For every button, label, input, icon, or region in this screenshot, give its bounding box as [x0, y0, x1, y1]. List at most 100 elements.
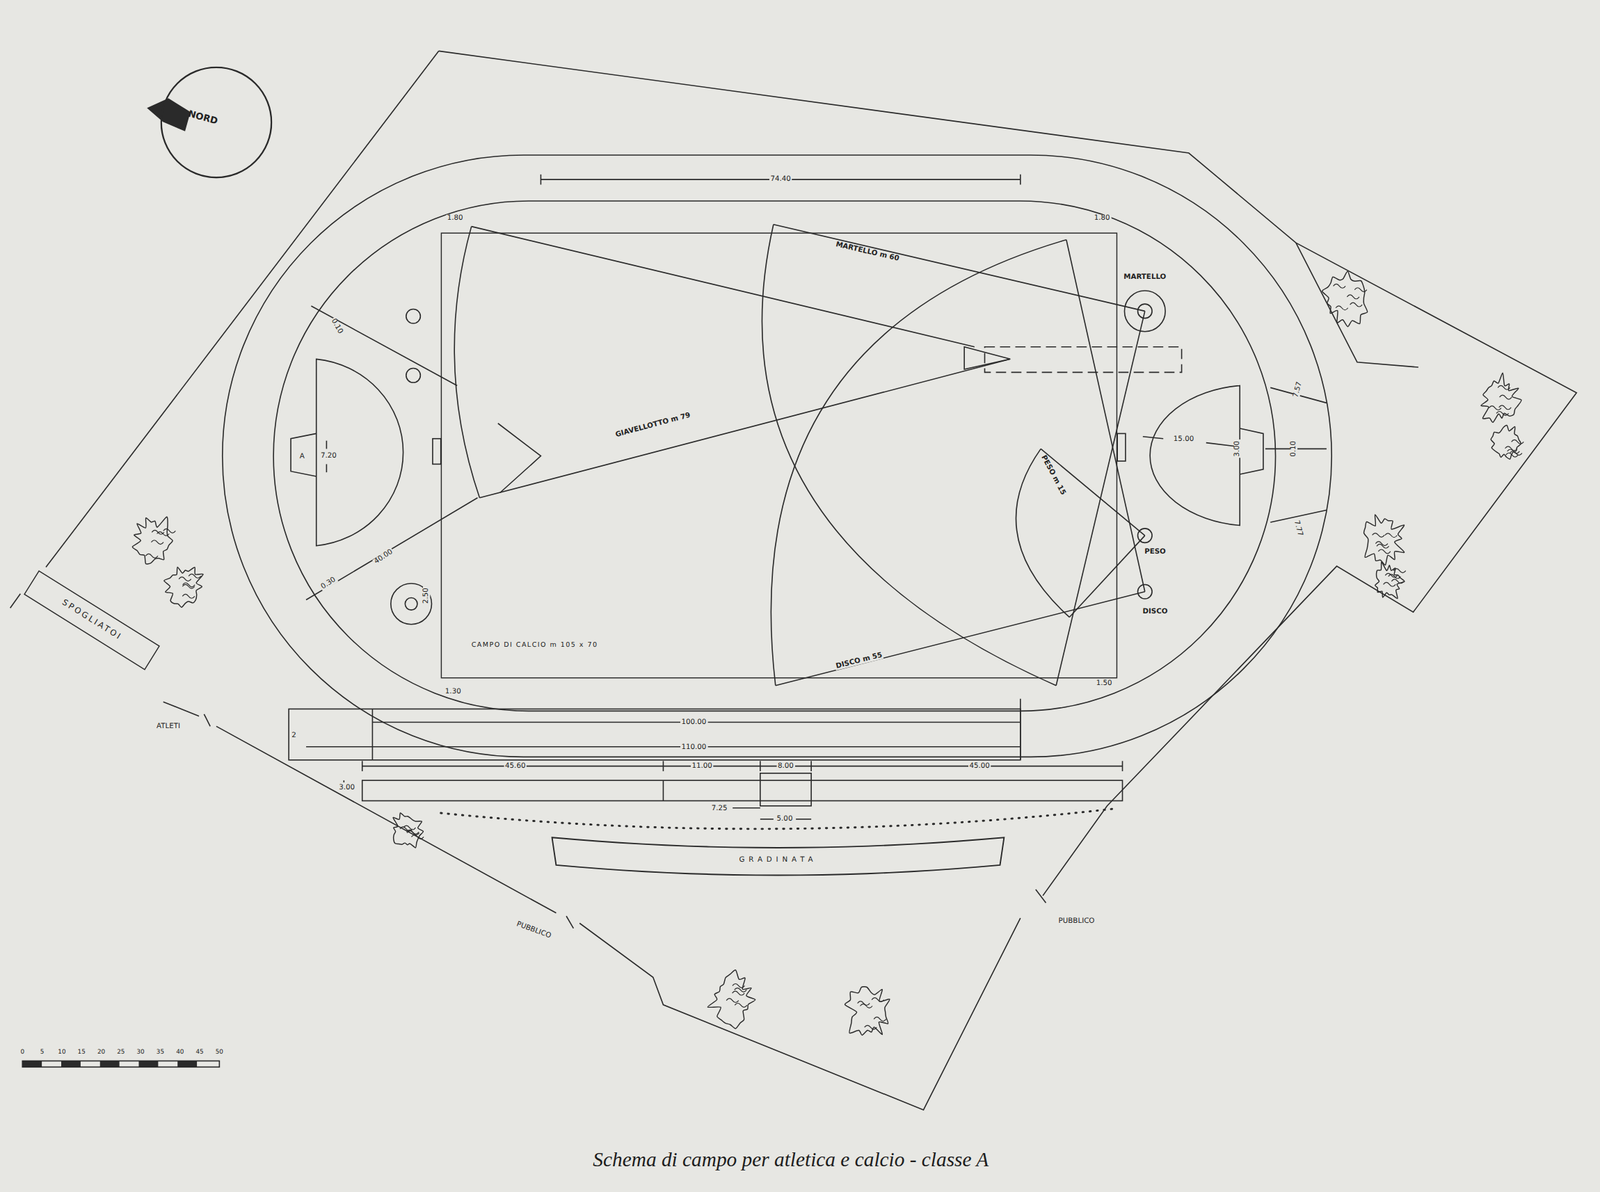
tree-texture [1376, 544, 1390, 549]
tree-texture [1372, 533, 1386, 538]
dimension-label: 7.57 [1292, 380, 1305, 400]
tree-texture [1378, 549, 1391, 554]
tree [164, 566, 204, 608]
dimension-label: 7.25 [710, 805, 729, 813]
dimension-label: 2.50 [422, 587, 430, 606]
dimension-label: 15.00 [1172, 436, 1195, 444]
dimension-label: 0.30 [319, 576, 339, 592]
tree-texture [178, 577, 192, 582]
scale-number: 10 [57, 1049, 67, 1056]
trees [132, 271, 1524, 1036]
tree-texture [726, 998, 739, 1004]
dimension-label: 1.80 [1092, 214, 1111, 222]
event-label: DISCO [1141, 608, 1169, 616]
tree-texture [1507, 449, 1520, 454]
tree-texture [1496, 411, 1509, 416]
tree-texture [1385, 533, 1398, 538]
dimension-label: 5.00 [775, 816, 794, 823]
tree-texture [406, 829, 419, 835]
tree-texture [864, 1025, 878, 1030]
dimension-label: 3.00 [338, 784, 357, 791]
tree-texture [859, 1004, 873, 1009]
football-field: CAMPO DI CALCIO m 105 x 70 [441, 232, 1118, 679]
tree-texture [1388, 574, 1402, 579]
dimension-label: 11.00 [690, 762, 714, 770]
tree-texture [145, 553, 158, 558]
tree-texture [732, 984, 746, 989]
dimension-label: 7.77 [1292, 518, 1305, 539]
dimension-label: PUBBLICO [1057, 917, 1096, 925]
scale-number: 35 [155, 1049, 165, 1056]
tree-texture [1346, 294, 1360, 300]
tree-texture [1354, 288, 1367, 293]
tree-texture [734, 988, 748, 993]
tree [1364, 514, 1405, 566]
tree [1375, 562, 1405, 599]
scale-number: 50 [214, 1049, 224, 1056]
tree-texture [1335, 306, 1349, 311]
scale-number: 20 [96, 1049, 106, 1056]
tree-texture [151, 530, 165, 535]
node-label: GRADINATA [739, 856, 818, 864]
dimension-label: 45.00 [968, 762, 991, 770]
dimension-label: 3.00 [1234, 440, 1242, 459]
dimension-label: A [298, 453, 306, 461]
scale-number: 40 [175, 1049, 186, 1056]
event-label: MARTELLO m 60 [834, 240, 901, 263]
tree-texture [182, 594, 195, 599]
plan-lines [10, 50, 1578, 1111]
tree-texture [150, 540, 164, 545]
tree [132, 516, 173, 565]
dimension-label: 1.50 [1094, 680, 1114, 688]
tree-texture [1333, 283, 1347, 288]
tree-texture [1511, 439, 1525, 444]
event-label: DISCO m 55 [834, 651, 884, 671]
tree-texture [1497, 385, 1511, 390]
caption: Schema di campo per atletica e calcio - … [592, 1147, 989, 1171]
tree-texture [873, 1017, 887, 1022]
tree-texture [857, 1001, 871, 1006]
scale-number: 25 [116, 1049, 126, 1056]
dimension-label: 110.00 [680, 744, 708, 752]
tree [1322, 271, 1368, 327]
tree-texture [182, 582, 196, 588]
dimension-label: 100.00 [680, 718, 708, 726]
tree-texture [1350, 302, 1363, 307]
tree-texture [1393, 569, 1406, 574]
node-label: CAMPO DI CALCIO m 105 x 70 [470, 642, 599, 650]
event-label: PESO m 15 [1039, 453, 1068, 498]
tree [1481, 372, 1522, 423]
scale-number: 45 [194, 1049, 205, 1056]
dimension-label: 1.30 [443, 688, 462, 695]
tree [844, 987, 890, 1036]
dimension-label: 74.40 [769, 176, 792, 183]
scale-number: 5 [38, 1049, 46, 1056]
dimension-label: 1.80 [445, 214, 464, 222]
tree-texture [411, 835, 424, 840]
dimension-label: 7.20 [319, 452, 338, 460]
grandstand: GRADINATA [550, 834, 1006, 878]
dimension-label: ATLETI [155, 722, 182, 730]
scale-number: 0 [19, 1049, 26, 1056]
tree-texture [734, 1003, 748, 1008]
dimension-label: PUBBLICO [514, 921, 554, 941]
event-label: GIAVELLOTTO m 79 [613, 411, 693, 439]
scale-number: 15 [76, 1049, 87, 1056]
tree-texture [188, 573, 202, 579]
dimension-label: 0.10 [1290, 440, 1298, 459]
dimension-label: 40.00 [372, 548, 396, 567]
tree-texture [1499, 395, 1513, 400]
compass-circle: NORD [160, 66, 272, 179]
tree-texture [1385, 573, 1398, 578]
event-label: MARTELLO [1122, 274, 1168, 282]
tree [393, 813, 423, 848]
tree-texture [1383, 582, 1397, 587]
dimension-label: 45.60 [504, 762, 527, 770]
tree-texture [1391, 579, 1404, 584]
tree-texture [1499, 405, 1512, 410]
tree-texture [163, 528, 176, 533]
dimension-label: 8.00 [777, 762, 796, 770]
tree-texture [871, 998, 885, 1003]
node-label: SPOGLIATOI [60, 598, 124, 643]
